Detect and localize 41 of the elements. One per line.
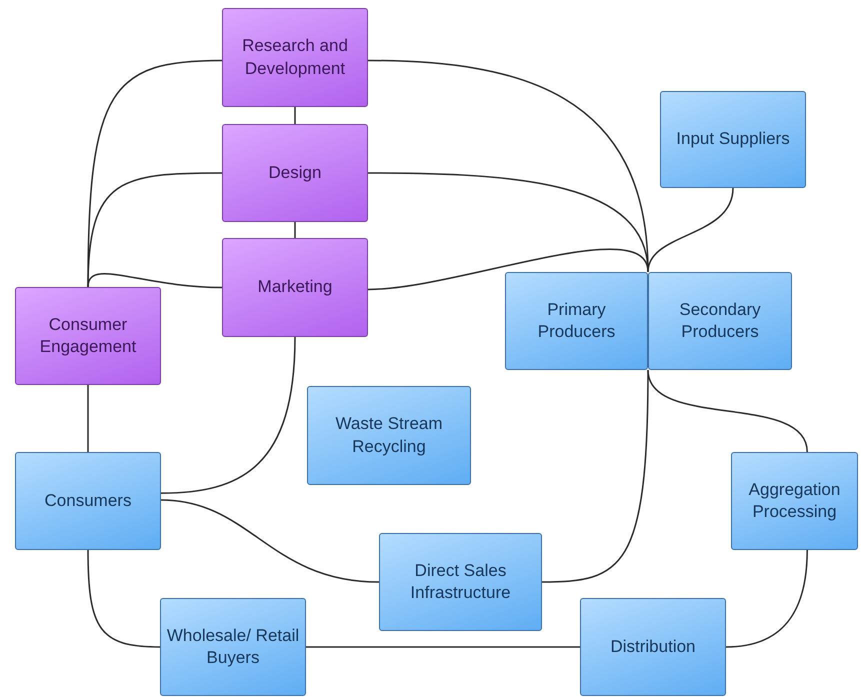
box-label: Consumers <box>44 490 132 512</box>
process-box <box>15 287 161 385</box>
box-label: Design <box>268 162 322 184</box>
connector-line <box>87 385 89 452</box>
box-label: Research and Development <box>241 35 349 80</box>
connector-line <box>726 550 808 648</box>
box-label: Primary Producers <box>536 298 616 343</box>
connector-line <box>87 550 160 648</box>
process-box <box>15 452 161 550</box>
connector-line <box>160 499 380 583</box>
connector-line <box>87 60 222 287</box>
box-label: Waste Stream Recycling <box>334 413 444 458</box>
connector-line <box>368 248 649 290</box>
process-box <box>379 533 542 631</box>
box-label: Consumer Engagement <box>38 314 138 358</box>
box-label: Aggregation Processing <box>748 478 842 523</box>
box-label: Distribution <box>609 636 697 658</box>
process-box <box>160 598 306 696</box>
connector-line <box>306 646 580 648</box>
process-box <box>660 91 806 188</box>
connector-line <box>294 222 296 238</box>
connector-line <box>647 188 734 272</box>
connector-line <box>294 107 296 124</box>
box-label: Secondary Producers <box>678 298 762 343</box>
box-label: Marketing <box>256 276 334 298</box>
box-label: Wholesale/ Retail Buyers <box>166 624 300 669</box>
connector-line <box>647 370 808 452</box>
process-box <box>505 272 648 370</box>
process-box <box>307 386 471 485</box>
process-box <box>222 8 368 107</box>
connector-line <box>87 273 222 288</box>
box-label: Direct Sales Infrastructure <box>409 560 512 604</box>
connector-line <box>87 172 222 288</box>
process-box <box>222 238 368 337</box>
process-box <box>731 452 858 550</box>
process-box <box>580 598 726 696</box>
connector-line <box>160 336 296 494</box>
connector-line <box>542 370 649 583</box>
box-label: Input Suppliers <box>675 128 791 150</box>
process-box <box>648 272 792 370</box>
process-box <box>222 124 368 222</box>
